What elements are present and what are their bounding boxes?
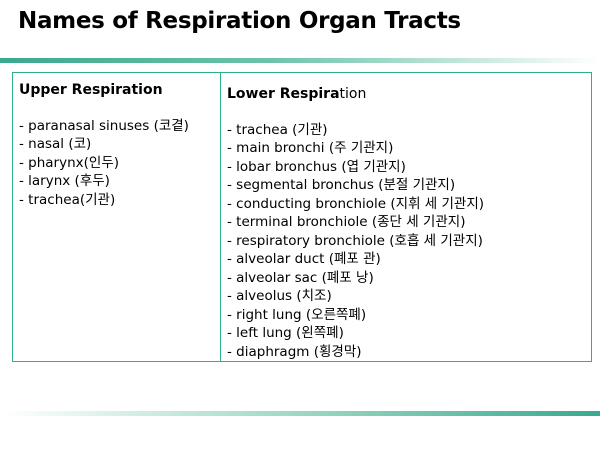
list-item: - larynx (후두) <box>19 173 110 189</box>
list-item: - left lung (왼쪽폐) <box>227 325 344 341</box>
upper-respiration-list: - paranasal sinuses (코곁) - nasal (코) - p… <box>19 117 214 210</box>
bottom-divider <box>0 411 600 416</box>
list-item: - lobar bronchus (엽 기관지) <box>227 158 406 175</box>
list-item: - conducting bronchiole (지휘 세 기관지) <box>227 195 485 212</box>
list-item: - alveolar duct (폐포 관) <box>227 251 381 267</box>
respiration-table: Upper Respiration - paranasal sinuses (코… <box>12 72 592 362</box>
list-item: - segmental bronchus (분절 기관지) <box>227 177 456 193</box>
list-item: - respiratory bronchiole (호흡 세 기관지) <box>227 232 483 249</box>
lower-respiration-column: Lower Respiration - trachea (기관) - main … <box>221 73 591 361</box>
top-divider <box>0 58 600 63</box>
lower-respiration-heading: Lower Respiration <box>227 85 585 104</box>
list-item: - nasal (코) <box>19 136 92 152</box>
list-item: - right lung (오른쪽폐) <box>227 306 367 323</box>
slide-title: Names of Respiration Organ Tracts <box>18 8 461 34</box>
list-item: - diaphragm (횡경막) <box>227 343 362 360</box>
list-item: - pharynx(인두) <box>19 154 120 171</box>
list-item: - paranasal sinuses (코곁) <box>19 117 189 134</box>
list-item: - alveolus (치조) <box>227 288 332 304</box>
list-item: - trachea(기관) <box>19 191 116 208</box>
lower-respiration-list: - trachea (기관) - main bronchi (주 기관지) - … <box>227 121 585 362</box>
upper-respiration-column: Upper Respiration - paranasal sinuses (코… <box>13 73 221 361</box>
list-item: - alveolar sac (폐포 낭) <box>227 269 374 286</box>
upper-respiration-heading: Upper Respiration <box>19 82 163 98</box>
list-item: - main bronchi (주 기관지) <box>227 140 394 156</box>
list-item: - trachea (기관) <box>227 121 328 138</box>
lower-heading-bold: Lower Respira <box>227 86 340 102</box>
list-item: - terminal bronchiole (종단 세 기관지) <box>227 214 466 230</box>
lower-heading-normal: tion <box>339 86 367 102</box>
